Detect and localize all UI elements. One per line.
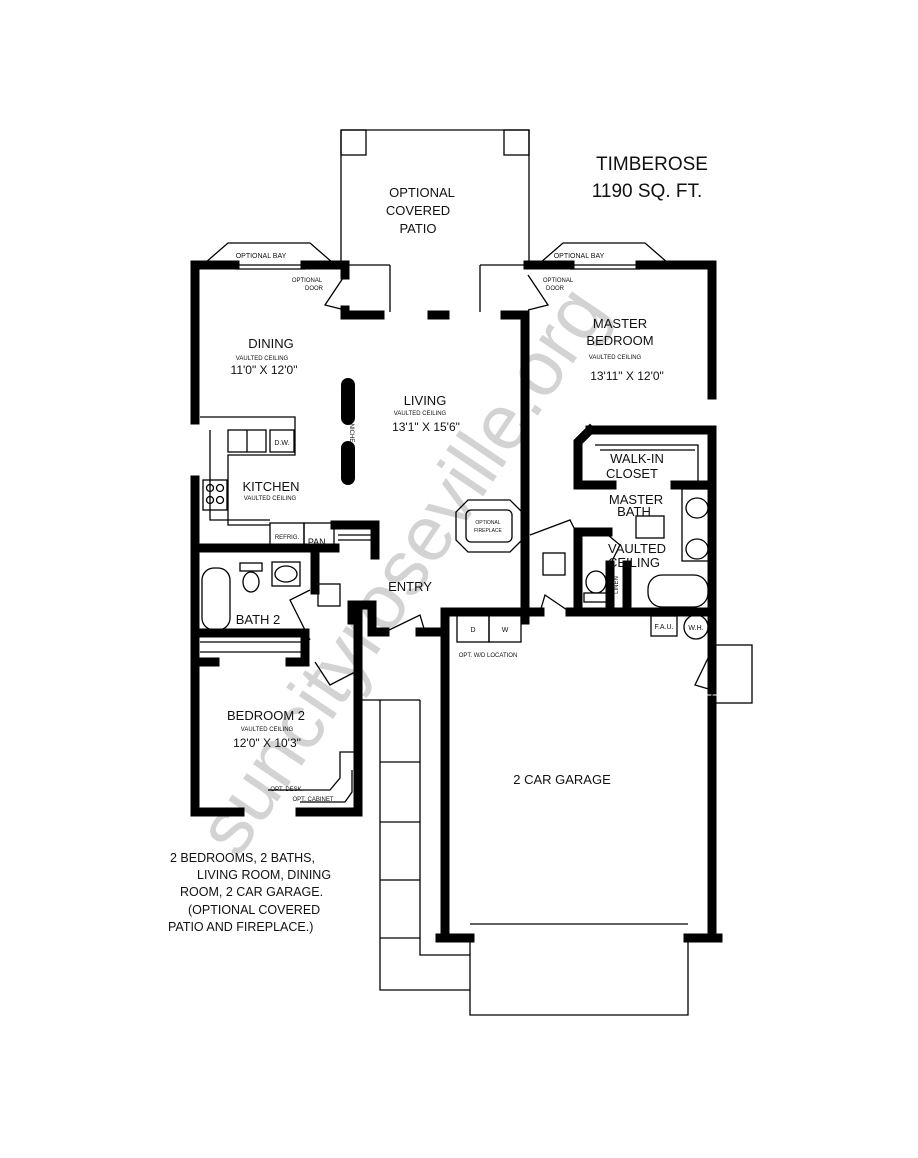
master-bath-label: BATH (617, 504, 651, 519)
dishwasher-label: D.W. (274, 440, 289, 447)
garage-label: 2 CAR GARAGE (513, 772, 611, 787)
dining-ceiling: VAULTED CEILING (236, 356, 289, 362)
covered-patio (340, 129, 530, 312)
bath2-label: BATH 2 (236, 612, 281, 627)
sink-icon (685, 497, 709, 519)
bathtub-icon (647, 574, 709, 608)
dryer-label: D (470, 627, 475, 634)
master-label: MASTER (593, 316, 647, 331)
walkway (358, 699, 470, 991)
plan-area: 1190 SQ. FT. (592, 181, 703, 202)
master-bath-ceiling: CEILING (608, 555, 660, 570)
living-size: 13'1" X 15'6" (392, 420, 460, 434)
wd-location-label: OPT. W/D LOCATION (459, 653, 518, 659)
dining-label: DINING (248, 336, 294, 351)
description-line: 2 BEDROOMS, 2 BATHS, (170, 851, 315, 865)
desk-cabinet (268, 751, 358, 803)
water-heater-label: W.H. (688, 625, 703, 632)
master-label: BEDROOM (586, 333, 653, 348)
bay-label: OPTIONAL BAY (554, 253, 605, 260)
fau-label: F.A.U. (654, 624, 673, 631)
toilet-icon (242, 571, 260, 593)
patio-label: OPTIONAL (389, 185, 455, 200)
living-ceiling: VAULTED CEILING (394, 411, 447, 417)
linen-label: LINEN (614, 576, 620, 594)
plan-description: 2 BEDROOMS, 2 BATHS, LIVING ROOM, DINING… (168, 851, 331, 934)
walls (190, 260, 723, 943)
door-label: OPTIONAL (292, 278, 323, 284)
refrigerator-label: REFRIG. (275, 535, 300, 541)
patio-label: COVERED (386, 203, 450, 218)
master-bath-ceiling: VAULTED (608, 541, 666, 556)
niche-label: NICHE (348, 424, 354, 443)
description-line: LIVING ROOM, DINING (197, 868, 331, 882)
door-label: OPTIONAL (543, 278, 574, 284)
doors (289, 274, 713, 691)
bay-label: OPTIONAL BAY (236, 253, 287, 260)
living-label: LIVING (404, 393, 447, 408)
bath2-fixtures (200, 561, 341, 653)
entry-label: ENTRY (388, 579, 432, 594)
washer-label: W (502, 627, 509, 634)
kitchen-label: KITCHEN (242, 479, 299, 494)
fireplace-label: OPTIONAL (475, 520, 501, 526)
dining-size: 11'0" X 12'0" (231, 363, 298, 377)
master-bath-label: MASTER (609, 492, 663, 507)
description-line: (OPTIONAL COVERED (188, 903, 320, 917)
door-label: DOOR (546, 286, 565, 292)
description-line: ROOM, 2 CAR GARAGE. (180, 885, 323, 899)
kitchen-fixtures (200, 416, 372, 549)
cabinet-label: OPT. CABINET (292, 797, 333, 803)
door-label: DOOR (305, 286, 324, 292)
stove-icon (202, 479, 228, 511)
sink-icon (274, 565, 298, 583)
optional-bay-windows (204, 242, 669, 270)
master-bath-fixtures (542, 444, 711, 608)
fireplace-label: FIREPLACE (474, 528, 502, 534)
bathtub-icon (201, 567, 231, 631)
toilet-icon (585, 570, 607, 594)
master-size: 13'11" X 12'0" (590, 369, 664, 383)
description-line: PATIO AND FIREPLACE.) (168, 920, 313, 934)
bedroom2-size: 12'0" X 10'3" (233, 736, 301, 750)
bedroom2-ceiling: VAULTED CEILING (241, 727, 294, 733)
desk-label: OPT. DESK (270, 787, 301, 793)
bedroom2-label: BEDROOM 2 (227, 708, 305, 723)
closet-label: CLOSET (606, 466, 658, 481)
closet-label: WALK-IN (610, 451, 664, 466)
garage-fixtures (456, 614, 753, 1016)
patio-label: PATIO (399, 221, 436, 236)
master-ceiling: VAULTED CEILING (589, 355, 642, 361)
plan-name: TIMBEROSE (596, 154, 708, 175)
pantry-label: PAN. (308, 537, 328, 547)
fireplace-icon (455, 499, 523, 553)
kitchen-ceiling: VAULTED CEILING (244, 496, 297, 502)
